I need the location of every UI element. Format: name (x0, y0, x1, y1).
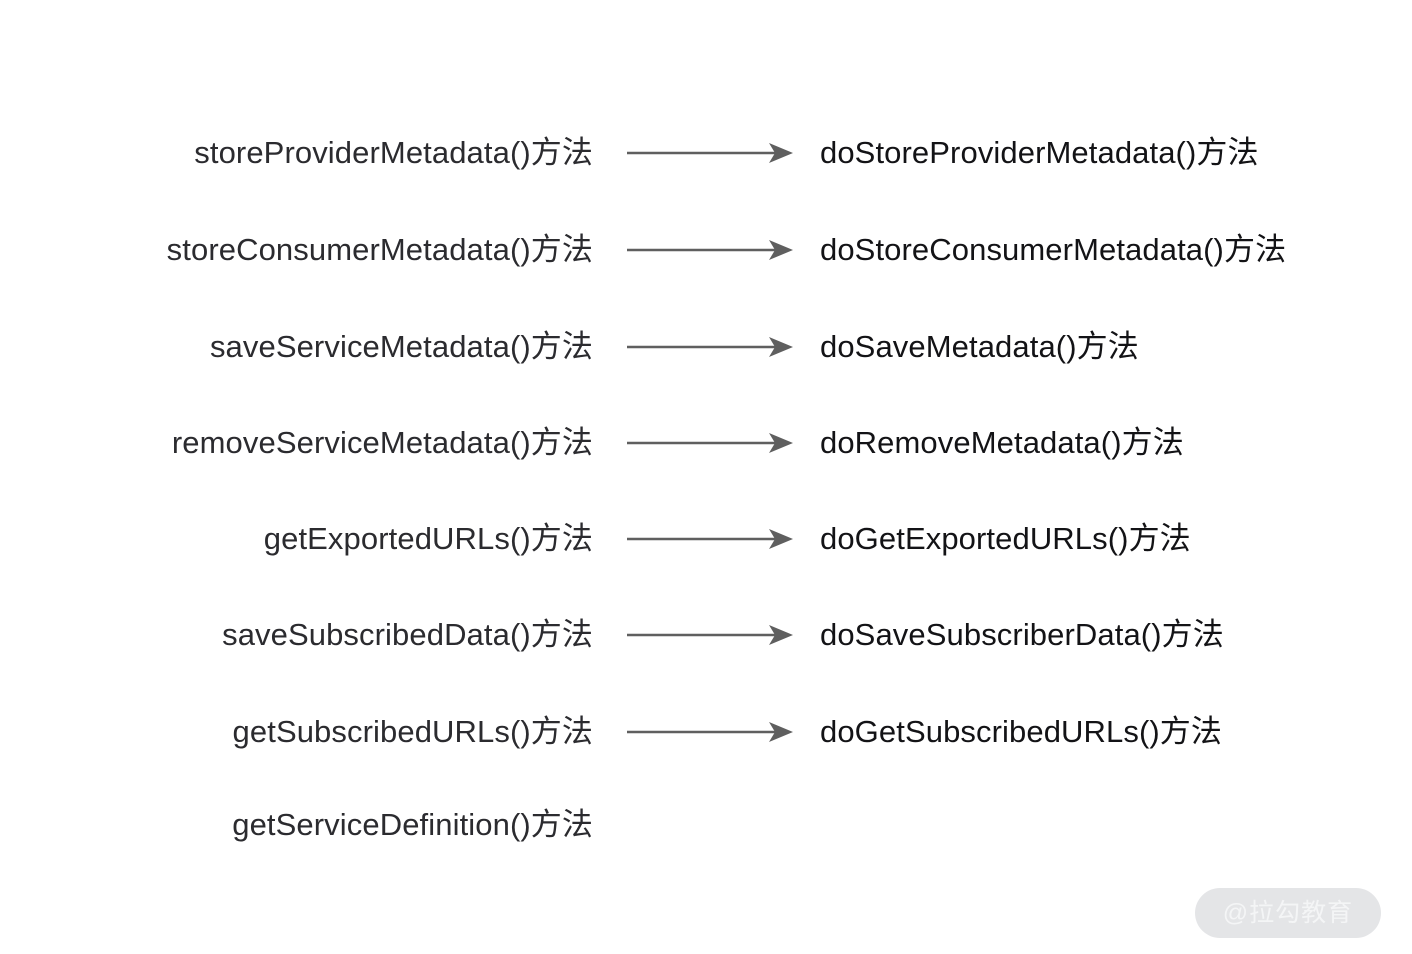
watermark-badge: @拉勾教育 (1195, 888, 1381, 938)
arrow-right-icon (627, 625, 793, 645)
target-method-label: doSaveSubscriberData()方法 (820, 617, 1224, 652)
arrow-right-icon (627, 337, 793, 357)
source-method-label: getSubscribedURLs()方法 (232, 714, 593, 749)
source-method-label: removeServiceMetadata()方法 (171, 425, 593, 460)
target-method-label: doRemoveMetadata()方法 (820, 425, 1184, 460)
mapping-row: storeProviderMetadata()方法 doStoreProvider… (0, 123, 1412, 183)
target-method-label: doGetExportedURLs()方法 (820, 521, 1191, 556)
source-method-label: getServiceDefinition()方法 (232, 807, 593, 842)
mapping-row: saveServiceMetadata()方法 doSaveMetadata()方… (0, 317, 1412, 377)
watermark-label: @拉勾教育 (1222, 898, 1354, 927)
arrow-right-icon (627, 722, 793, 742)
mapping-row: saveSubscribedData()方法 doSaveSubscriberDa… (0, 605, 1412, 665)
source-method-label: saveSubscribedData()方法 (222, 617, 593, 652)
arrow-right-icon (627, 143, 793, 163)
mapping-row: getServiceDefinition()方法 (0, 795, 1412, 855)
arrow-right-icon (627, 433, 793, 453)
target-method-label: doStoreConsumerMetadata()方法 (820, 232, 1287, 267)
source-method-label: getExportedURLs()方法 (263, 521, 593, 556)
source-method-label: saveServiceMetadata()方法 (209, 329, 593, 364)
mapping-row: getExportedURLs()方法 doGetExportedURLs()方法 (0, 509, 1412, 569)
source-method-label: storeConsumerMetadata()方法 (166, 232, 593, 267)
arrow-right-icon (627, 240, 793, 260)
target-method-label: doSaveMetadata()方法 (820, 329, 1139, 364)
target-method-label: doGetSubscribedURLs()方法 (820, 714, 1222, 749)
target-method-label: doStoreProviderMetadata()方法 (820, 135, 1259, 170)
mapping-row: getSubscribedURLs()方法 doGetSubscribedURLs… (0, 702, 1412, 762)
source-method-label: storeProviderMetadata()方法 (194, 135, 593, 170)
mapping-row: removeServiceMetadata()方法 doRemoveMetadat… (0, 413, 1412, 473)
mapping-row: storeConsumerMetadata()方法 doStoreConsumer… (0, 220, 1412, 280)
arrow-right-icon (627, 529, 793, 549)
